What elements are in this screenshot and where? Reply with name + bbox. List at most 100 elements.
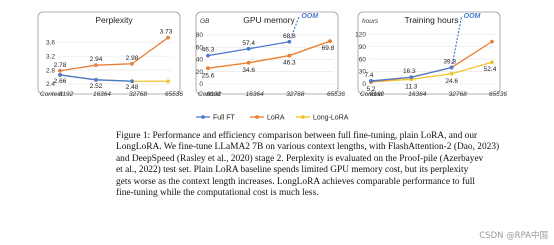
y-tick-label: 3.2	[46, 53, 55, 60]
x-tick-label: 32768	[449, 91, 467, 98]
y-tick-label: 60	[196, 44, 204, 51]
data-point	[490, 60, 494, 65]
x-tick-label: 8192	[207, 91, 222, 98]
data-point	[166, 35, 170, 40]
caption-line: et al., 2022) test set. Plain LoRA basel…	[116, 165, 469, 176]
data-label: 16.3	[403, 68, 416, 75]
data-label: 11.3	[405, 83, 418, 90]
data-point	[490, 39, 494, 44]
data-point	[246, 46, 251, 51]
data-point	[166, 79, 170, 84]
data-label: 39.8	[443, 58, 456, 65]
context-label: Context	[360, 91, 384, 98]
panel-title: Training hours	[404, 15, 458, 25]
data-point	[409, 75, 414, 80]
data-label: 2.52	[90, 83, 103, 90]
panel-title: GPU memory	[243, 15, 295, 25]
data-point	[94, 63, 98, 68]
panel-frame	[37, 11, 181, 95]
caption-line: fine-tuning while the computational cost…	[116, 188, 319, 199]
data-point	[449, 71, 454, 76]
oom-label: OOM	[464, 13, 481, 20]
data-point	[58, 73, 62, 77]
legend-label: Full FT	[213, 115, 236, 122]
context-label: Context	[40, 91, 64, 98]
data-label: 46.3	[202, 47, 215, 54]
data-point	[58, 68, 62, 73]
legend-swatch-marker	[201, 115, 205, 119]
data-label: 2.98	[126, 55, 139, 62]
data-label: 2.66	[54, 78, 67, 85]
x-tick-label: 65536	[327, 91, 345, 98]
chart-legend: Full FT LoRA Long-LoRA	[196, 115, 349, 122]
figure-caption: Figure 1: Performance and efficiency com…	[116, 131, 516, 199]
data-point	[246, 60, 251, 65]
y-tick-label: 20	[196, 69, 204, 76]
oom-label: OOM	[301, 13, 318, 20]
x-tick-label: 16364	[408, 91, 426, 98]
y-tick-label: 0	[362, 81, 366, 88]
y-tick-label: 3.6	[46, 39, 55, 46]
y-tick-label: 0	[199, 81, 203, 88]
data-point	[369, 79, 373, 83]
y-tick-label: 30	[359, 69, 367, 76]
caption-line: Figure 1: Performance and efficiency com…	[116, 131, 478, 141]
data-label: 57.4	[242, 40, 255, 47]
data-label: 46.3	[283, 60, 296, 67]
x-tick-label: 32768	[286, 91, 304, 98]
data-point	[130, 61, 134, 66]
context-label: Context	[198, 91, 222, 98]
watermark: CSDN @RPA中国	[479, 231, 548, 241]
y-tick-label: 60	[359, 56, 367, 63]
y-tick-label: 40	[196, 57, 204, 64]
y-tick-label: 90	[359, 44, 367, 51]
caption-line: gets worse as the context length increas…	[116, 176, 475, 187]
x-tick-label: 8192	[370, 91, 385, 98]
caption-line: and DeepSpeed (Rasley et al., 2020) stag…	[116, 153, 484, 164]
series-line	[370, 61, 493, 83]
data-point	[206, 53, 210, 58]
data-label: 2.48	[126, 84, 139, 91]
caption-line: LongLoRA. We fine-tune LLaMA2 7B on vari…	[116, 142, 500, 153]
series-line	[207, 40, 331, 69]
series-line	[59, 37, 169, 72]
data-label: 2.78	[54, 62, 67, 69]
data-point	[94, 77, 98, 82]
training-hours-chart: Training hours hours 0 30 60 90 120Context8192…	[355, 11, 507, 98]
oom-line	[451, 15, 463, 68]
y-tick-label: 2.8	[46, 67, 55, 74]
legend-swatch-marker	[255, 115, 259, 119]
y-tick-label: 120	[355, 31, 366, 38]
axis-unit-label: GB	[200, 18, 210, 25]
legend-label: LoRA	[267, 115, 285, 122]
y-tick-label: 2.4	[46, 81, 55, 88]
x-tick-label: 8192	[59, 91, 74, 98]
data-label: 69.8	[322, 45, 335, 52]
y-tick-label: 80	[196, 32, 204, 39]
data-label: 34.6	[242, 67, 255, 74]
x-tick-label: 16364	[93, 91, 111, 98]
legend-label: Long-LoRA	[313, 115, 349, 122]
data-point	[287, 53, 292, 58]
legend-swatch-marker	[301, 115, 305, 119]
panel-frame	[357, 11, 501, 95]
panel-frame	[195, 11, 339, 95]
x-tick-label: 65536	[489, 91, 507, 98]
data-label: 25.6	[202, 72, 215, 79]
data-label: 5.2	[366, 86, 375, 93]
x-tick-label: 32768	[129, 91, 147, 98]
data-point	[328, 39, 332, 44]
oom-line	[288, 15, 300, 42]
axis-unit-label: hours	[362, 18, 379, 25]
x-tick-label: 16364	[246, 91, 264, 98]
data-label: 68.8	[283, 33, 296, 40]
x-tick-label: 65536	[165, 91, 183, 98]
data-label: 52.4	[484, 66, 497, 73]
data-point	[206, 66, 210, 71]
data-point	[130, 79, 134, 84]
data-label: 3.73	[160, 29, 173, 36]
data-label: 2.94	[90, 56, 103, 63]
